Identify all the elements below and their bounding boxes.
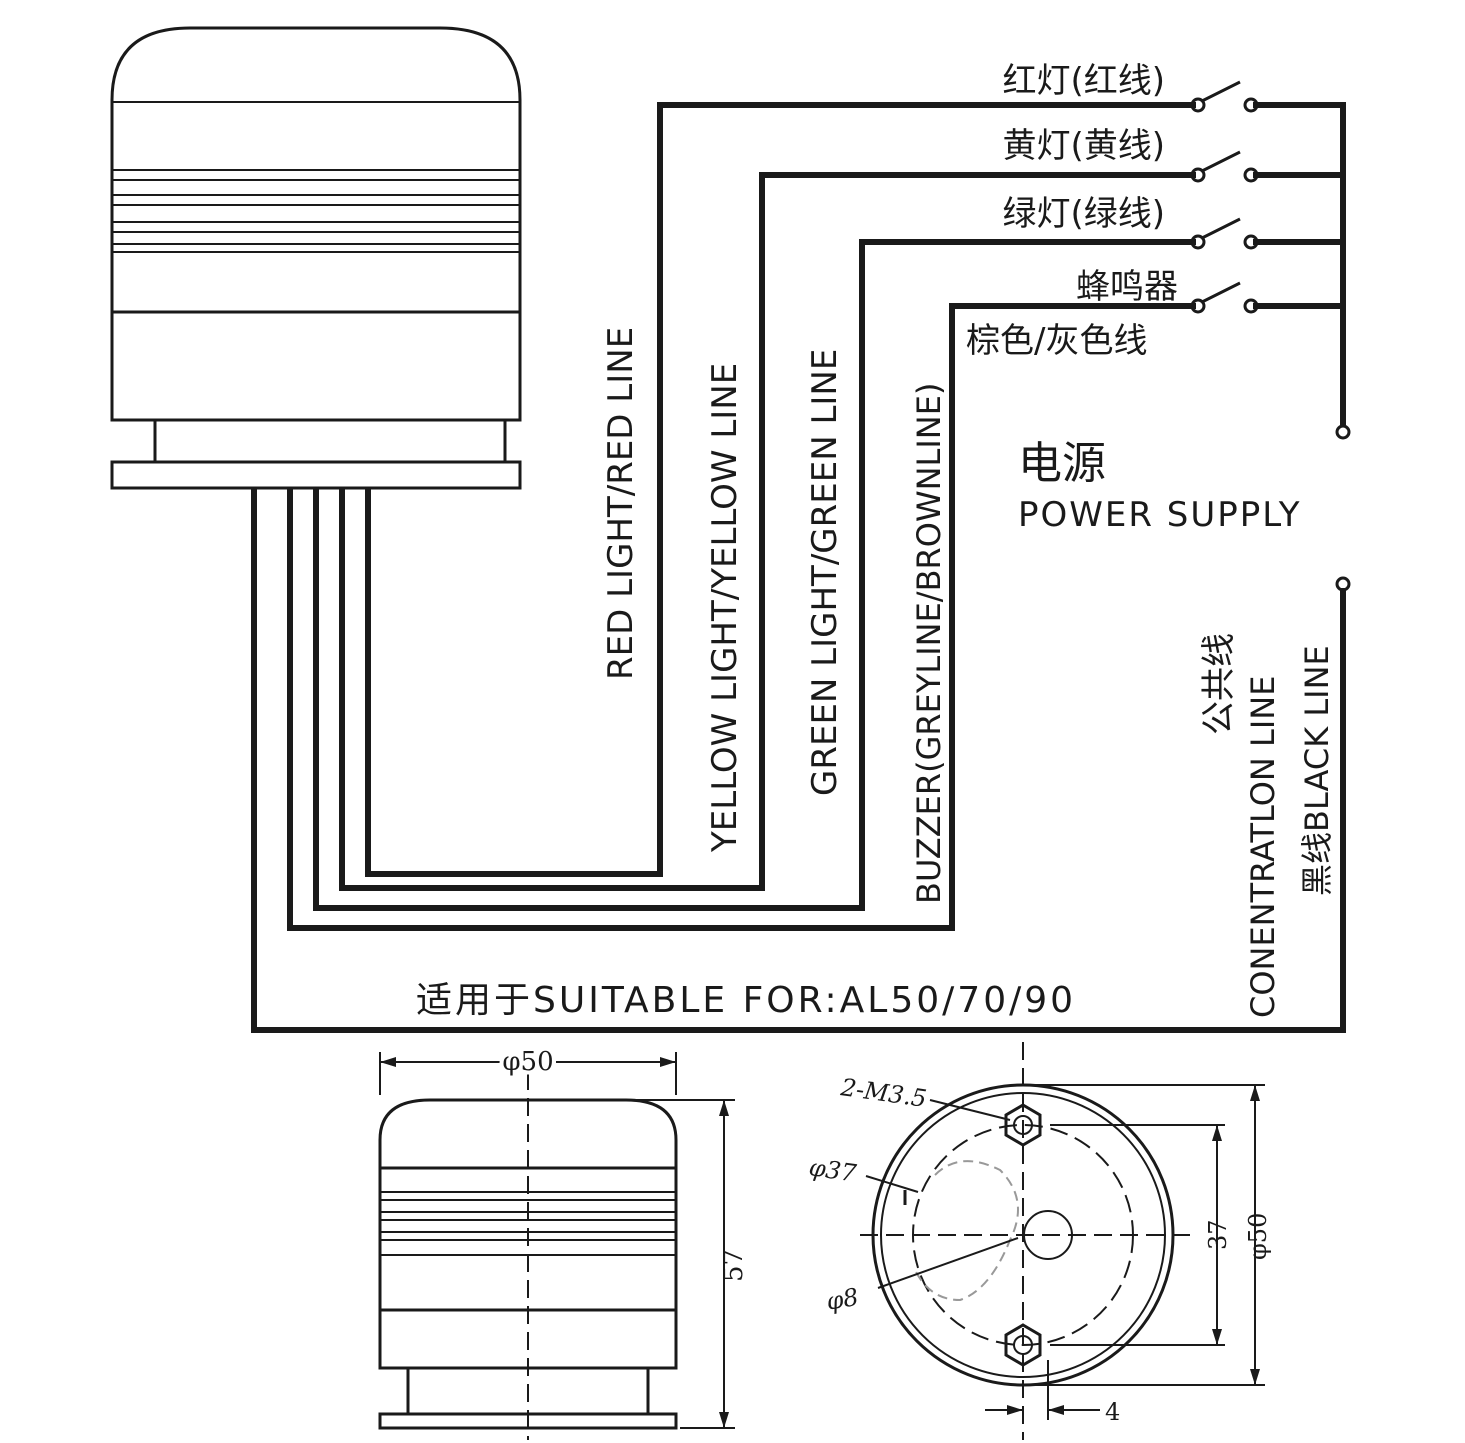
screw-label: 2-M3.5 — [838, 1073, 928, 1113]
side-diameter-label: φ50 — [502, 1047, 553, 1077]
height-label: 57 — [719, 1249, 749, 1282]
suitable-for-label: 适用于SUITABLE FOR:AL50/70/90 — [416, 980, 1076, 1021]
red-line-en-label: RED LIGHT/RED LINE — [601, 327, 641, 680]
switch-red — [1190, 80, 1259, 113]
green-light-cn-label: 绿灯(绿线) — [1002, 194, 1165, 234]
yellow-line-en-label: YELLOW LIGHT/YELLOW LINE — [705, 363, 745, 853]
yellow-light-cn-label: 黄灯(黄线) — [1002, 126, 1165, 166]
wiring — [251, 102, 1351, 1033]
lamp-body — [110, 26, 522, 490]
offset-label: 4 — [1105, 1398, 1120, 1426]
buzzer-line-en-label: BUZZER(GREYLINE/BROWNLINE) — [910, 383, 948, 904]
spacing-label: 37 — [1204, 1219, 1232, 1250]
bolt-circle-label: φ37 — [807, 1153, 859, 1187]
common-line-en-label: CONENTRATLON LINE — [1244, 676, 1282, 1018]
power-supply-cn-label: 电源 — [1018, 438, 1106, 489]
buzzer-wire-cn-label: 棕色/灰色线 — [966, 321, 1147, 361]
center-hole-label: φ8 — [824, 1283, 860, 1316]
green-line-en-label: GREEN LIGHT/GREEN LINE — [805, 349, 845, 796]
power-supply-en-label: POWER SUPPLY — [1018, 495, 1301, 535]
black-line-label: 黑线BLACK LINE — [1298, 645, 1336, 896]
switch-buzzer — [1190, 281, 1259, 314]
red-light-cn-label: 红灯(红线) — [1002, 61, 1165, 101]
switch-green — [1190, 217, 1259, 250]
base-view — [860, 1042, 1265, 1440]
common-line-cn-label: 公共线 — [1199, 633, 1239, 735]
buzzer-cn-label: 蜂鸣器 — [1076, 267, 1178, 307]
side-view — [378, 1052, 735, 1440]
switch-yellow — [1190, 150, 1259, 183]
base-diameter-label: φ50 — [1244, 1213, 1272, 1260]
